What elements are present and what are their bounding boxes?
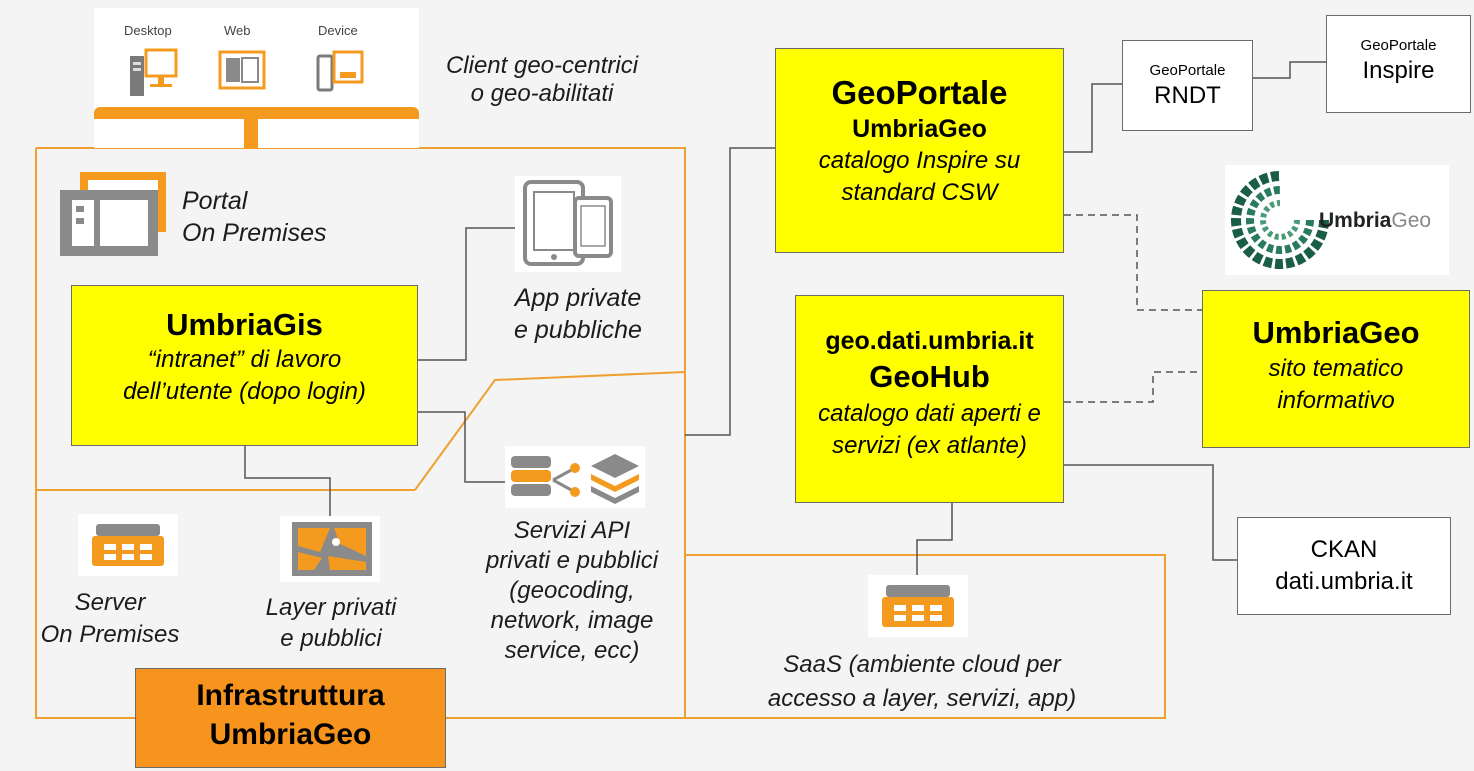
api-caption-line5: service, ecc) [504, 637, 640, 664]
desktop-icon [130, 48, 178, 96]
logo-text-light: Geo [1391, 209, 1432, 232]
layer-map-icon [280, 516, 380, 582]
clients-platform-bar [94, 107, 419, 119]
infrastruttura-box: Infrastruttura UmbriaGeo [135, 668, 446, 768]
geoportale-inspire-box: GeoPortale Inspire [1326, 15, 1471, 113]
geohub-box: geo.dati.umbria.it GeoHub catalogo dati … [795, 295, 1064, 503]
geohub-line2: servizi (ex atlante) [832, 432, 1027, 459]
server-icon [78, 514, 178, 576]
app-caption-line1: App private [514, 284, 642, 312]
ckan-line1: CKAN [1310, 536, 1378, 563]
web-label: Web [224, 23, 251, 38]
saas-caption-line2: accesso a layer, servizi, app) [767, 685, 1077, 712]
portal-icon [60, 172, 166, 256]
umbriageo-logo-text: UmbriaGeo [1319, 209, 1431, 233]
umbriageo-site-box: UmbriaGeo sito tematico informativo [1202, 290, 1470, 448]
saas-caption: SaaS (ambiente cloud per accesso a layer… [712, 648, 1132, 716]
infrastruttura-line2: UmbriaGeo [209, 718, 372, 751]
connector-geohub-ckan [1064, 464, 1237, 561]
rndt-line1: GeoPortale [1149, 62, 1226, 79]
infrastruttura-line1: Infrastruttura [196, 679, 385, 712]
app-caption-line2: e pubbliche [514, 316, 642, 344]
geoportale-rndt-box: GeoPortale RNDT [1122, 40, 1253, 131]
geoportale-subtitle: UmbriaGeo [852, 115, 987, 143]
layer-caption-line1: Layer privati [265, 594, 397, 621]
tablet-phone-icon [515, 176, 621, 272]
umbriagis-box: UmbriaGis “intranet” di lavoro dell’uten… [71, 285, 418, 446]
connector-rndt-inspire [1253, 61, 1326, 79]
portal-caption-line1: Portal [182, 187, 248, 215]
connector-geohub-saas [916, 503, 953, 580]
app-caption: App private e pubbliche [478, 282, 678, 346]
layer-caption: Layer privati e pubblici [236, 592, 426, 654]
api-services-icon [505, 446, 645, 508]
clients-platform-stem [244, 119, 258, 149]
api-caption-line4: network, image [490, 607, 654, 634]
server-caption-line2: On Premises [40, 621, 180, 648]
connector-gis-api [418, 411, 505, 483]
clients-caption-line2: o geo-abilitati [470, 80, 614, 107]
desktop-label: Desktop [124, 23, 172, 38]
dashed-geohub-umbriageo [1064, 371, 1202, 403]
inspire-line2: Inspire [1362, 57, 1435, 84]
geohub-line1: catalogo dati aperti e [818, 400, 1041, 427]
device-icon [316, 50, 364, 92]
api-caption: Servizi API privati e pubblici (geocodin… [462, 516, 682, 666]
device-label: Device [318, 23, 358, 38]
inspire-line1: GeoPortale [1360, 37, 1437, 54]
server-caption-line1: Server [74, 589, 146, 616]
umbriageo-logo: UmbriaGeo [1225, 165, 1449, 275]
geohub-title: GeoHub [869, 359, 990, 394]
saas-caption-line1: SaaS (ambiente cloud per [783, 651, 1061, 678]
portal-caption: Portal On Premises [182, 185, 382, 249]
umbriageo-site-title: UmbriaGeo [1252, 315, 1420, 350]
rndt-line2: RNDT [1154, 82, 1221, 109]
logo-text-bold: Umbria [1319, 209, 1392, 232]
geohub-url: geo.dati.umbria.it [825, 327, 1034, 355]
on-premises-frame [35, 147, 1166, 719]
server-caption: Server On Premises [30, 587, 190, 651]
geoportale-title: GeoPortale [831, 74, 1008, 111]
saas-server-icon [868, 575, 968, 637]
connector-gis-app [418, 227, 515, 361]
clients-caption-line1: Client geo-centrici [445, 52, 639, 79]
umbriageo-logo-mark [1231, 171, 1329, 269]
geoportale-line2: standard CSW [841, 179, 998, 206]
dashed-geoportale-umbriageo [1064, 214, 1202, 311]
ckan-box: CKAN dati.umbria.it [1237, 517, 1451, 615]
web-icon [218, 50, 266, 90]
umbriageo-site-line2: informativo [1277, 387, 1395, 414]
umbriagis-line2: dell’utente (dopo login) [123, 378, 366, 405]
api-caption-line3: (geocoding, [509, 577, 635, 604]
diagonal-divider [414, 371, 686, 491]
connector-gis-layer [244, 446, 331, 516]
umbriagis-title: UmbriaGis [166, 307, 323, 342]
clients-panel: Desktop Web Device [94, 8, 419, 149]
ckan-line2: dati.umbria.it [1275, 568, 1413, 595]
api-caption-line2: privati e pubblici [485, 547, 659, 574]
connector-geoportale-rndt [1063, 83, 1122, 153]
umbriagis-line1: “intranet” di lavoro [147, 346, 342, 373]
geoportale-line1: catalogo Inspire su [818, 147, 1021, 174]
portal-caption-line2: On Premises [182, 219, 327, 247]
connector-frame-geoportale [685, 147, 775, 436]
clients-caption: Client geo-centrici o geo-abilitati [412, 52, 672, 108]
geoportale-box: GeoPortale UmbriaGeo catalogo Inspire su… [775, 48, 1064, 253]
api-caption-line1: Servizi API [513, 517, 631, 544]
layer-caption-line2: e pubblici [280, 625, 382, 652]
umbriageo-site-line1: sito tematico [1268, 355, 1404, 382]
